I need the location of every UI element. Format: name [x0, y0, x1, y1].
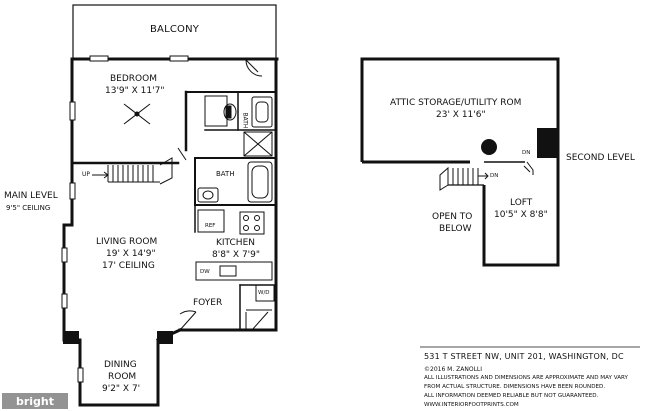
footer-line-3: ALL INFORMATION DEEMED RELIABLE BUT NOT … — [424, 393, 599, 399]
closet-door — [177, 147, 187, 161]
bath-fixtures — [197, 95, 273, 203]
bedroom-dim: 13'9" X 11'7" — [105, 86, 165, 96]
dining-name: DINING — [104, 360, 137, 370]
second-level-label: SECOND LEVEL — [566, 153, 635, 163]
dining-name-2: ROOM — [108, 372, 137, 382]
foyer-label: FOYER — [193, 298, 223, 308]
ceiling-fan-icon — [123, 103, 151, 125]
wd-label: W/D — [258, 290, 270, 296]
main-stairs — [92, 157, 173, 185]
dining-dim: 9'2" X 7' — [102, 384, 141, 394]
up-label: UP — [82, 171, 91, 178]
living-room-ceiling: 17' CEILING — [102, 261, 155, 271]
kitchen-dim: 8'8" X 7'9" — [212, 250, 261, 260]
open-to-label: OPEN TO — [432, 212, 473, 222]
second-level-walls — [360, 57, 560, 267]
balcony-label: BALCONY — [150, 24, 200, 35]
footer-line-4: WWW.INTERIORFOOTPRINTS.COM — [424, 402, 519, 408]
column-left — [63, 331, 79, 344]
main-ceiling-label: 9'5" CEILING — [6, 204, 51, 212]
ref-label: REF — [205, 223, 216, 229]
second-level-stairs — [439, 161, 534, 191]
dn-label-stairs: DN — [490, 173, 499, 179]
main-level-label: MAIN LEVEL — [4, 191, 58, 201]
footer-address: 531 T STREET NW, UNIT 201, WASHINGTON, D… — [424, 352, 624, 361]
bedroom-door-swing — [245, 59, 263, 77]
below-label: BELOW — [439, 224, 472, 234]
foyer-door-swing — [179, 310, 197, 331]
bath-label: BATH — [216, 170, 235, 178]
main-level-walls — [62, 4, 279, 407]
loft-name: LOFT — [510, 198, 533, 208]
living-room-name: LIVING ROOM — [96, 237, 158, 247]
living-room-dim: 19' X 14'9" — [106, 249, 156, 259]
footer-line-2: FROM ACTUAL STRUCTURE. DIMENSIONS HAVE B… — [424, 384, 606, 390]
water-heater-icon — [481, 139, 497, 155]
bright-watermark: bright — [2, 393, 68, 409]
windows — [61, 55, 189, 383]
footer-line-1: ALL ILLUSTRATIONS AND DIMENSIONS ARE APP… — [424, 375, 628, 381]
kitchen-fixtures — [195, 209, 275, 331]
dw-label: DW — [200, 269, 210, 275]
dn-label-attic: DN — [522, 150, 531, 156]
attic-name: ATTIC STORAGE/UTILITY ROM — [390, 98, 522, 108]
footer-copyright: ©2016 M. ZANOLLI — [424, 366, 483, 373]
kitchen-name: KITCHEN — [216, 238, 255, 248]
attic-dim: 23' X 11'6" — [436, 110, 486, 120]
bath-vertical-label: BATH — [241, 112, 249, 129]
bedroom-name: BEDROOM — [110, 74, 157, 84]
loft-dim: 10'5" X 8'8" — [494, 210, 548, 220]
column-right — [157, 331, 173, 344]
attic-equipment — [537, 128, 557, 158]
